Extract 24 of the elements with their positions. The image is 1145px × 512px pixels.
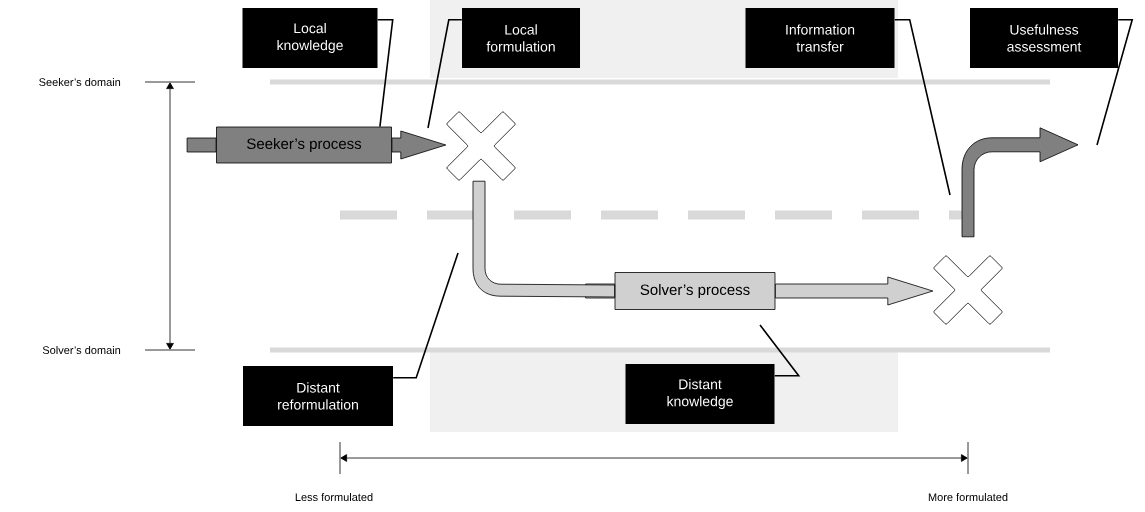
leader-line [759,324,801,377]
callout-box: Information transfer [745,8,895,68]
axis-label: Solver’s domain [42,345,121,355]
leader-line [392,252,459,379]
callout-box: Distant reformulation [243,366,393,426]
callout-box: Usefulness assessment [970,8,1118,68]
callout-box: Distant knowledge [625,364,775,424]
process-box: Solver’s process [585,272,776,310]
block-arrow [391,130,447,160]
callout-box: Local knowledge [242,8,378,68]
cross-mark [446,111,516,181]
leader-line [427,19,463,129]
axis-label: Seeker’s domain [39,77,121,87]
block-arrow [961,127,1079,238]
process-box: Seeker’s process [186,126,392,164]
leader-line [376,19,394,128]
block-arrow [472,180,615,298]
axis-label: More formulated [928,492,1008,502]
leader-line [1096,19,1134,146]
leader-line [893,19,951,196]
block-arrow [775,276,934,306]
callout-box: Local formulation [462,8,580,68]
cross-mark [933,255,1003,325]
axis-label: Less formulated [295,492,373,502]
